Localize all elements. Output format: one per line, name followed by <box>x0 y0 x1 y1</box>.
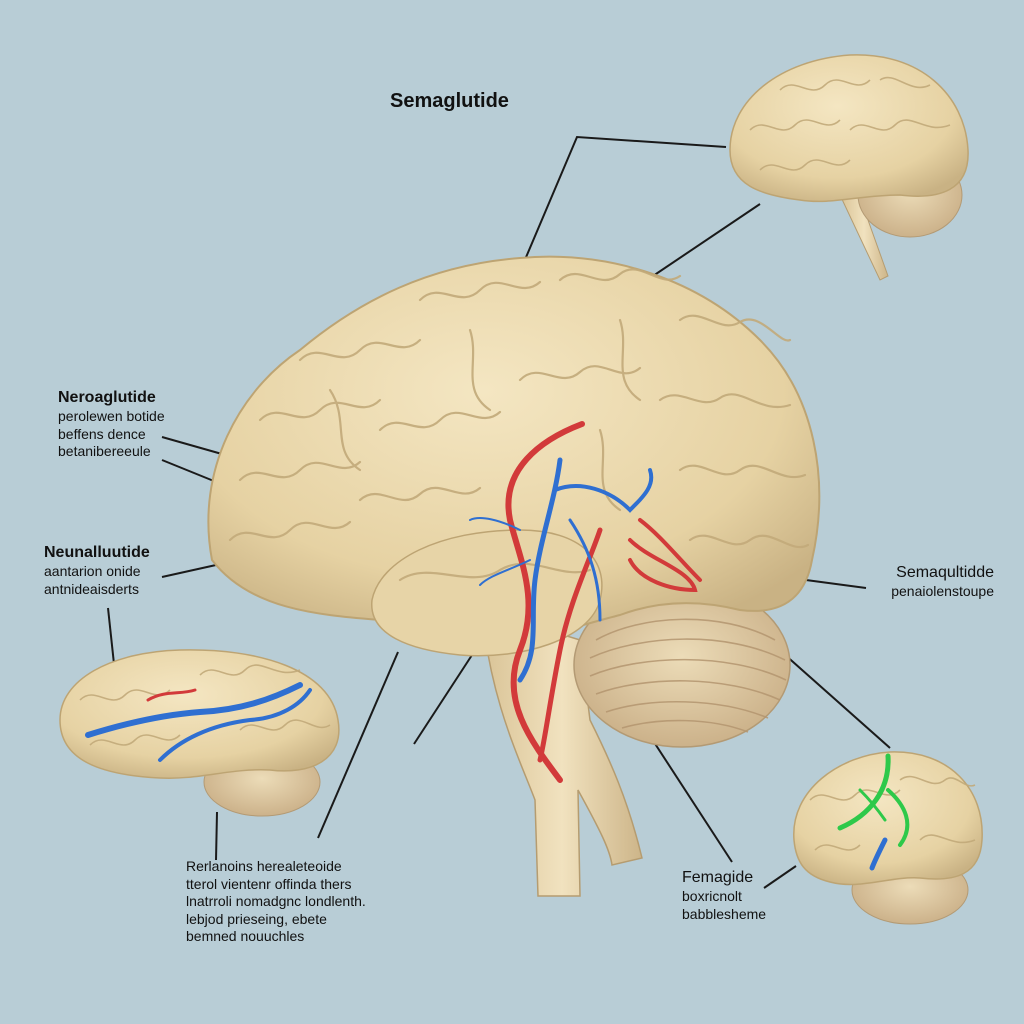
label-right: Semaqultidde penaiolenstoupe <box>870 563 994 601</box>
leader-line <box>763 865 797 889</box>
artery <box>505 421 585 783</box>
label-line: Rerlanoins herealeteoide <box>186 858 342 874</box>
label-line: lnatrroli nomadgnc londlenth. <box>186 893 366 909</box>
label-mid-left: Neunalluutide aantarion onide antnideais… <box>44 543 150 598</box>
label-bottom-right: Femagide boxricnolt babblesheme <box>682 868 766 923</box>
leader-line <box>413 654 473 745</box>
label-line: aantarion onide <box>44 563 141 579</box>
vein <box>158 688 312 762</box>
leader-line <box>805 579 867 589</box>
main-brain <box>207 255 821 897</box>
leader-line <box>523 135 727 263</box>
vein <box>85 682 303 738</box>
label-line: bemned nouuchles <box>186 928 305 944</box>
label-line: lebjod prieseing, ebete <box>186 910 327 927</box>
brain-top-right <box>729 54 969 281</box>
diagram-title: Semaglutide <box>390 90 509 112</box>
nerve <box>886 788 910 847</box>
artery <box>628 538 698 593</box>
artery <box>638 518 702 582</box>
vein <box>517 457 563 683</box>
artery <box>146 688 197 702</box>
label-line: tterol vientenr offinda thers <box>186 875 352 892</box>
brain-left <box>59 649 340 817</box>
leader-line <box>107 607 115 665</box>
nerve <box>858 788 887 822</box>
label-heading: Neunalluutide <box>44 544 150 561</box>
label-line: boxricnolt <box>682 888 742 904</box>
label-bottom-left: Rerlanoins herealeteoide tterol vientenr… <box>186 858 366 946</box>
nerve <box>837 753 891 831</box>
label-line: beffens dence <box>58 425 146 442</box>
vein <box>869 837 888 871</box>
label-line: antnideaisderts <box>44 580 139 597</box>
label-line: babblesheme <box>682 905 767 922</box>
label-line: penaiolenstoupe <box>891 583 994 599</box>
leader-line <box>215 811 218 861</box>
label-upper-left: Neroaglutide perolewen botide beffens de… <box>58 388 165 461</box>
vein <box>479 559 531 586</box>
vein <box>553 468 654 513</box>
label-line: betanibereeule <box>58 443 151 459</box>
vein <box>469 517 521 531</box>
vein <box>568 518 602 622</box>
label-heading: Femagide <box>682 869 754 886</box>
label-line: perolewen botide <box>58 408 165 424</box>
label-heading: Semaqultidde <box>896 564 994 581</box>
label-heading: Neroaglutide <box>58 389 156 406</box>
leader-line <box>317 651 399 839</box>
brain-bottom-right <box>793 751 983 925</box>
leader-line <box>649 203 761 279</box>
